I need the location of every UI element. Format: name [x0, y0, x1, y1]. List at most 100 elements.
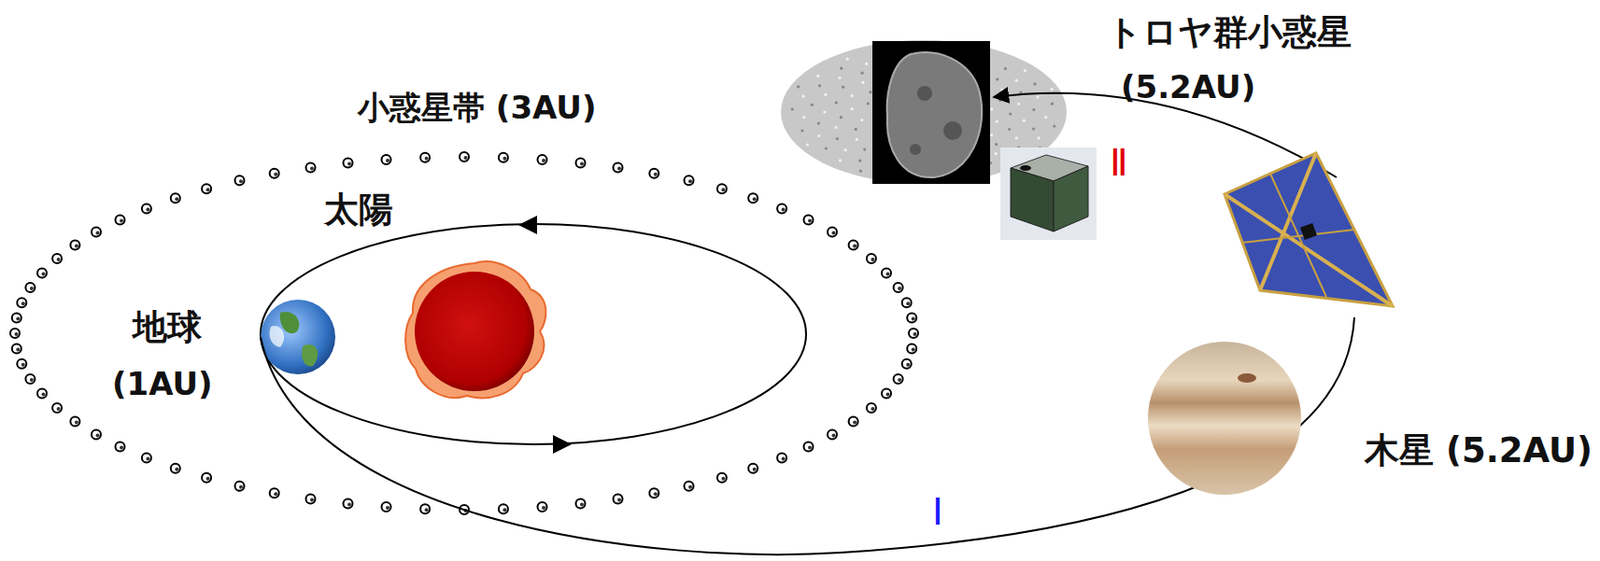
- belt-dot: [15, 348, 20, 353]
- belt-dot: [721, 477, 725, 482]
- belt-dot: [52, 254, 62, 264]
- belt-dot: [21, 301, 26, 306]
- belt-dot: [502, 156, 507, 161]
- belt-dot: [269, 488, 280, 498]
- earth-orbit: [260, 224, 807, 445]
- belt-dot: [541, 506, 546, 510]
- belt-dot: [206, 477, 211, 482]
- belt-dot: [273, 492, 278, 496]
- belt-dot: [56, 407, 61, 411]
- belt-dot: [613, 495, 624, 505]
- belt-dot: [832, 433, 836, 438]
- belt-dot: [502, 508, 507, 512]
- belt-dot: [576, 157, 586, 168]
- label: 木星 (5.2AU): [1364, 431, 1593, 472]
- belt-dot: [37, 268, 47, 278]
- belt-dot: [498, 153, 509, 163]
- belt-dot: [170, 464, 181, 474]
- belt-dot: [174, 467, 179, 472]
- belt-dot: [96, 231, 100, 236]
- belt-dot: [781, 457, 786, 462]
- label: 小惑星帯 (3AU): [357, 89, 596, 127]
- belt-dot: [613, 162, 624, 172]
- belt-dot: [538, 502, 548, 512]
- belt-dot: [119, 219, 124, 224]
- lander-cube: [1000, 147, 1097, 241]
- belt-dot: [16, 359, 27, 369]
- belt-dot: [56, 257, 61, 262]
- belt-dot: [29, 378, 34, 383]
- belt-dot: [235, 481, 245, 492]
- belt-dot: [897, 378, 902, 383]
- belt-dot: [866, 254, 877, 264]
- belt-dot: [42, 393, 46, 397]
- belt-dot: [420, 504, 430, 514]
- belt-dot: [498, 504, 509, 514]
- belt-dot: [464, 155, 468, 160]
- belt-dot: [21, 363, 26, 368]
- belt-dot: [902, 359, 912, 369]
- label: (5.2AU): [1120, 69, 1256, 106]
- belt-dot: [541, 158, 546, 163]
- belt-dot: [74, 421, 79, 425]
- belt-dot: [748, 193, 758, 203]
- belt-dot: [897, 286, 902, 291]
- belt-dot: [881, 389, 892, 399]
- belt-dot: [804, 215, 814, 226]
- belt-dot: [717, 473, 727, 483]
- belt-dot: [29, 286, 34, 291]
- belt-dot: [649, 169, 659, 179]
- belt-dot: [273, 172, 278, 177]
- belt-dot: [849, 240, 859, 251]
- belt-dot: [141, 203, 152, 213]
- belt-dot: [911, 317, 916, 322]
- belt-dot: [91, 227, 101, 238]
- belt-dot: [688, 179, 693, 184]
- belt-dot: [649, 488, 659, 498]
- belt-dot: [12, 344, 22, 354]
- asteroid: [887, 52, 983, 178]
- belt-dot: [906, 313, 917, 324]
- belt-dot: [580, 161, 584, 166]
- belt-dot: [827, 227, 837, 238]
- belt-dot: [16, 297, 27, 308]
- belt-dot: [174, 197, 179, 201]
- trajectory-numeral: Ⅰ: [932, 491, 944, 535]
- belt-dot: [239, 179, 243, 184]
- label: トロヤ群小惑星: [1106, 13, 1352, 54]
- jupiter: [1147, 341, 1302, 496]
- belt-dot: [459, 152, 469, 162]
- label: 地球: [132, 308, 202, 349]
- belt-dot: [580, 503, 584, 508]
- belt-dot: [906, 363, 910, 368]
- belt-dot: [201, 473, 212, 483]
- belt-dot: [235, 175, 245, 185]
- belt-dot: [170, 193, 181, 203]
- belt-dot: [688, 485, 693, 490]
- belt-dot: [893, 283, 904, 293]
- belt-dot: [752, 197, 757, 201]
- belt-dot: [385, 506, 390, 510]
- belt-dot: [306, 495, 316, 505]
- belt-dot: [10, 328, 20, 339]
- belt-dot: [617, 498, 622, 503]
- belt-dot: [310, 166, 314, 170]
- belt-dot: [15, 317, 20, 322]
- belt-dot: [145, 457, 150, 462]
- belt-dot: [115, 215, 126, 226]
- belt-dot: [777, 453, 787, 464]
- belt-dot: [52, 403, 62, 413]
- belt-dot: [881, 268, 892, 278]
- belt-dot: [115, 442, 126, 453]
- belt-dot: [343, 157, 354, 168]
- belt-dot: [382, 502, 392, 512]
- belt-dot: [849, 417, 859, 427]
- belt-dot: [617, 166, 622, 170]
- belt-dot: [832, 231, 836, 236]
- belt-dot: [870, 257, 875, 262]
- belt-dot: [906, 301, 910, 306]
- belt-dot: [807, 219, 812, 224]
- asteroid-image: [872, 41, 991, 185]
- belt-dot: [12, 313, 22, 324]
